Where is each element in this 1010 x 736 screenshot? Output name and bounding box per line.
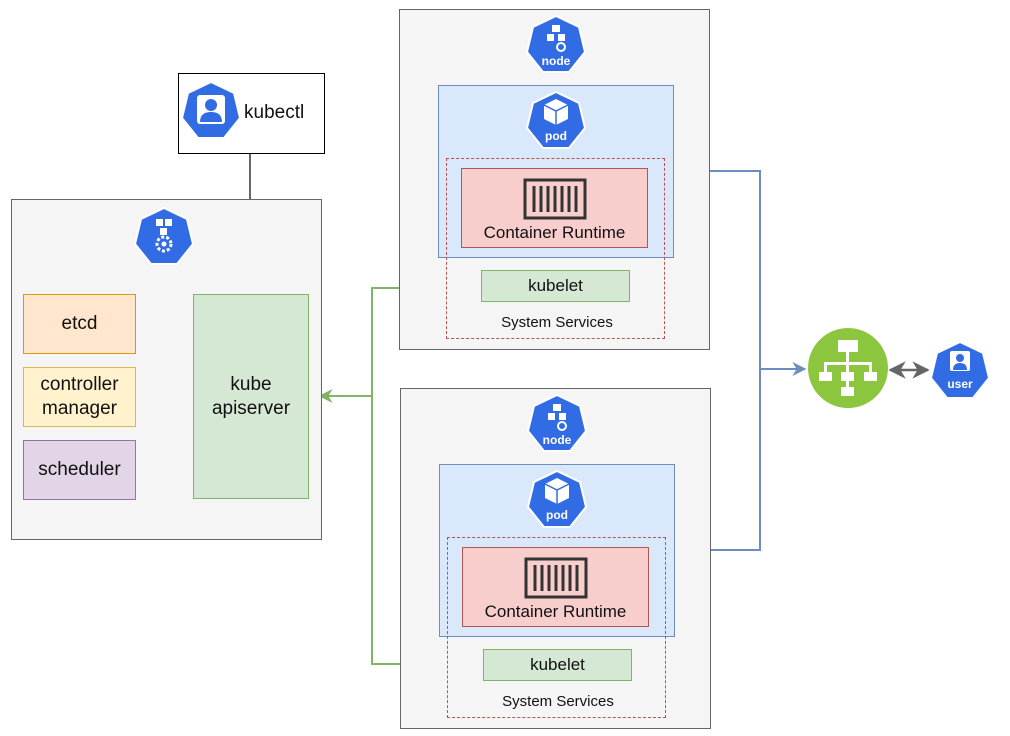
pod-2-badge: pod (546, 508, 568, 522)
kubelet-1-box: kubelet (481, 270, 630, 302)
system-services-2-container (447, 537, 666, 718)
node-icon (526, 393, 588, 452)
node-icon (525, 14, 587, 73)
etcd-box: etcd (23, 294, 136, 354)
container-runtime-1-label: Container Runtime (483, 223, 626, 242)
container-icon (523, 178, 587, 220)
container-runtime-2-label: Container Runtime (484, 602, 627, 621)
control-plane-icon (133, 206, 195, 265)
system-services-1-label: System Services (501, 313, 613, 331)
pod-icon (526, 469, 588, 528)
node-1-badge: node (541, 54, 571, 68)
user-badge: user (947, 377, 973, 391)
container-icon (524, 557, 588, 599)
scheduler-box: scheduler (23, 440, 136, 500)
kubectl-label: kubectl (244, 102, 305, 123)
user-icon (180, 80, 242, 139)
pod-1-badge: pod (545, 129, 567, 143)
load-balancer-icon (808, 328, 888, 408)
node-2-badge: node (542, 433, 572, 447)
kubelet-2-box: kubelet (483, 649, 632, 681)
system-services-1-container (446, 158, 665, 339)
node-2-to-lb-edge (710, 369, 761, 551)
kube-apiserver-box: kube apiserver (193, 294, 309, 499)
controller-manager-box: controller manager (23, 367, 136, 427)
pod-icon (525, 90, 587, 149)
user-icon (929, 340, 991, 399)
node-1-to-lb-edge (710, 170, 761, 369)
system-services-2-label: System Services (502, 692, 614, 710)
